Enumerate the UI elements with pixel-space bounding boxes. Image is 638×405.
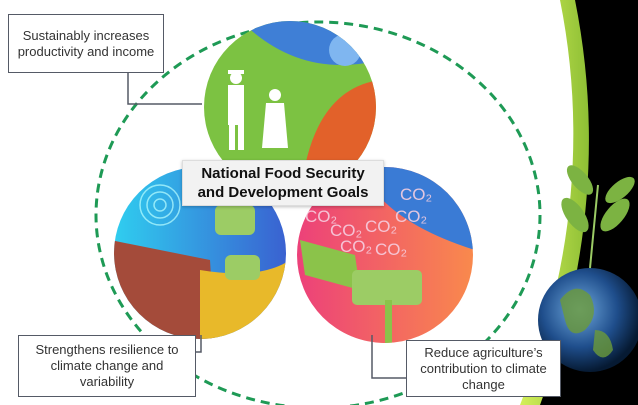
- central-goal-line-1: National Food Security: [201, 165, 365, 182]
- resilience-circle: [114, 167, 286, 339]
- callout-resilience: Strengthens resilience to climate change…: [18, 335, 196, 397]
- svg-text:CO₂: CO₂: [365, 217, 397, 236]
- callout-emissions: Reduce agriculture’s contribution to cli…: [406, 340, 561, 397]
- callout-productivity: Sustainably increases productivity and i…: [8, 14, 164, 73]
- central-goal-line-2: and Development Goals: [197, 184, 369, 201]
- svg-text:CO₂: CO₂: [340, 237, 372, 256]
- sun-icon: [329, 34, 361, 66]
- central-goal-label: National Food Security and Development Go…: [182, 160, 384, 206]
- dashed-boundary-circle: [94, 20, 542, 405]
- field-icon: [300, 240, 360, 290]
- svg-text:CO₂: CO₂: [395, 207, 427, 226]
- co2-icons: CO₂ CO₂ CO₂ CO₂ CO₂ CO₂ CO₂: [305, 185, 432, 259]
- svg-text:CO₂: CO₂: [330, 221, 362, 240]
- farmers-icon: [228, 70, 288, 150]
- wind-swirl-icon: [139, 184, 181, 226]
- connector-lines: [127, 72, 406, 379]
- svg-text:CO₂: CO₂: [400, 185, 432, 204]
- plant-icon: [561, 165, 635, 269]
- svg-text:CO₂: CO₂: [375, 240, 407, 259]
- svg-text:CO₂: CO₂: [305, 207, 337, 226]
- globe-plant-panel: [520, 0, 638, 405]
- tree-icon: [215, 205, 255, 235]
